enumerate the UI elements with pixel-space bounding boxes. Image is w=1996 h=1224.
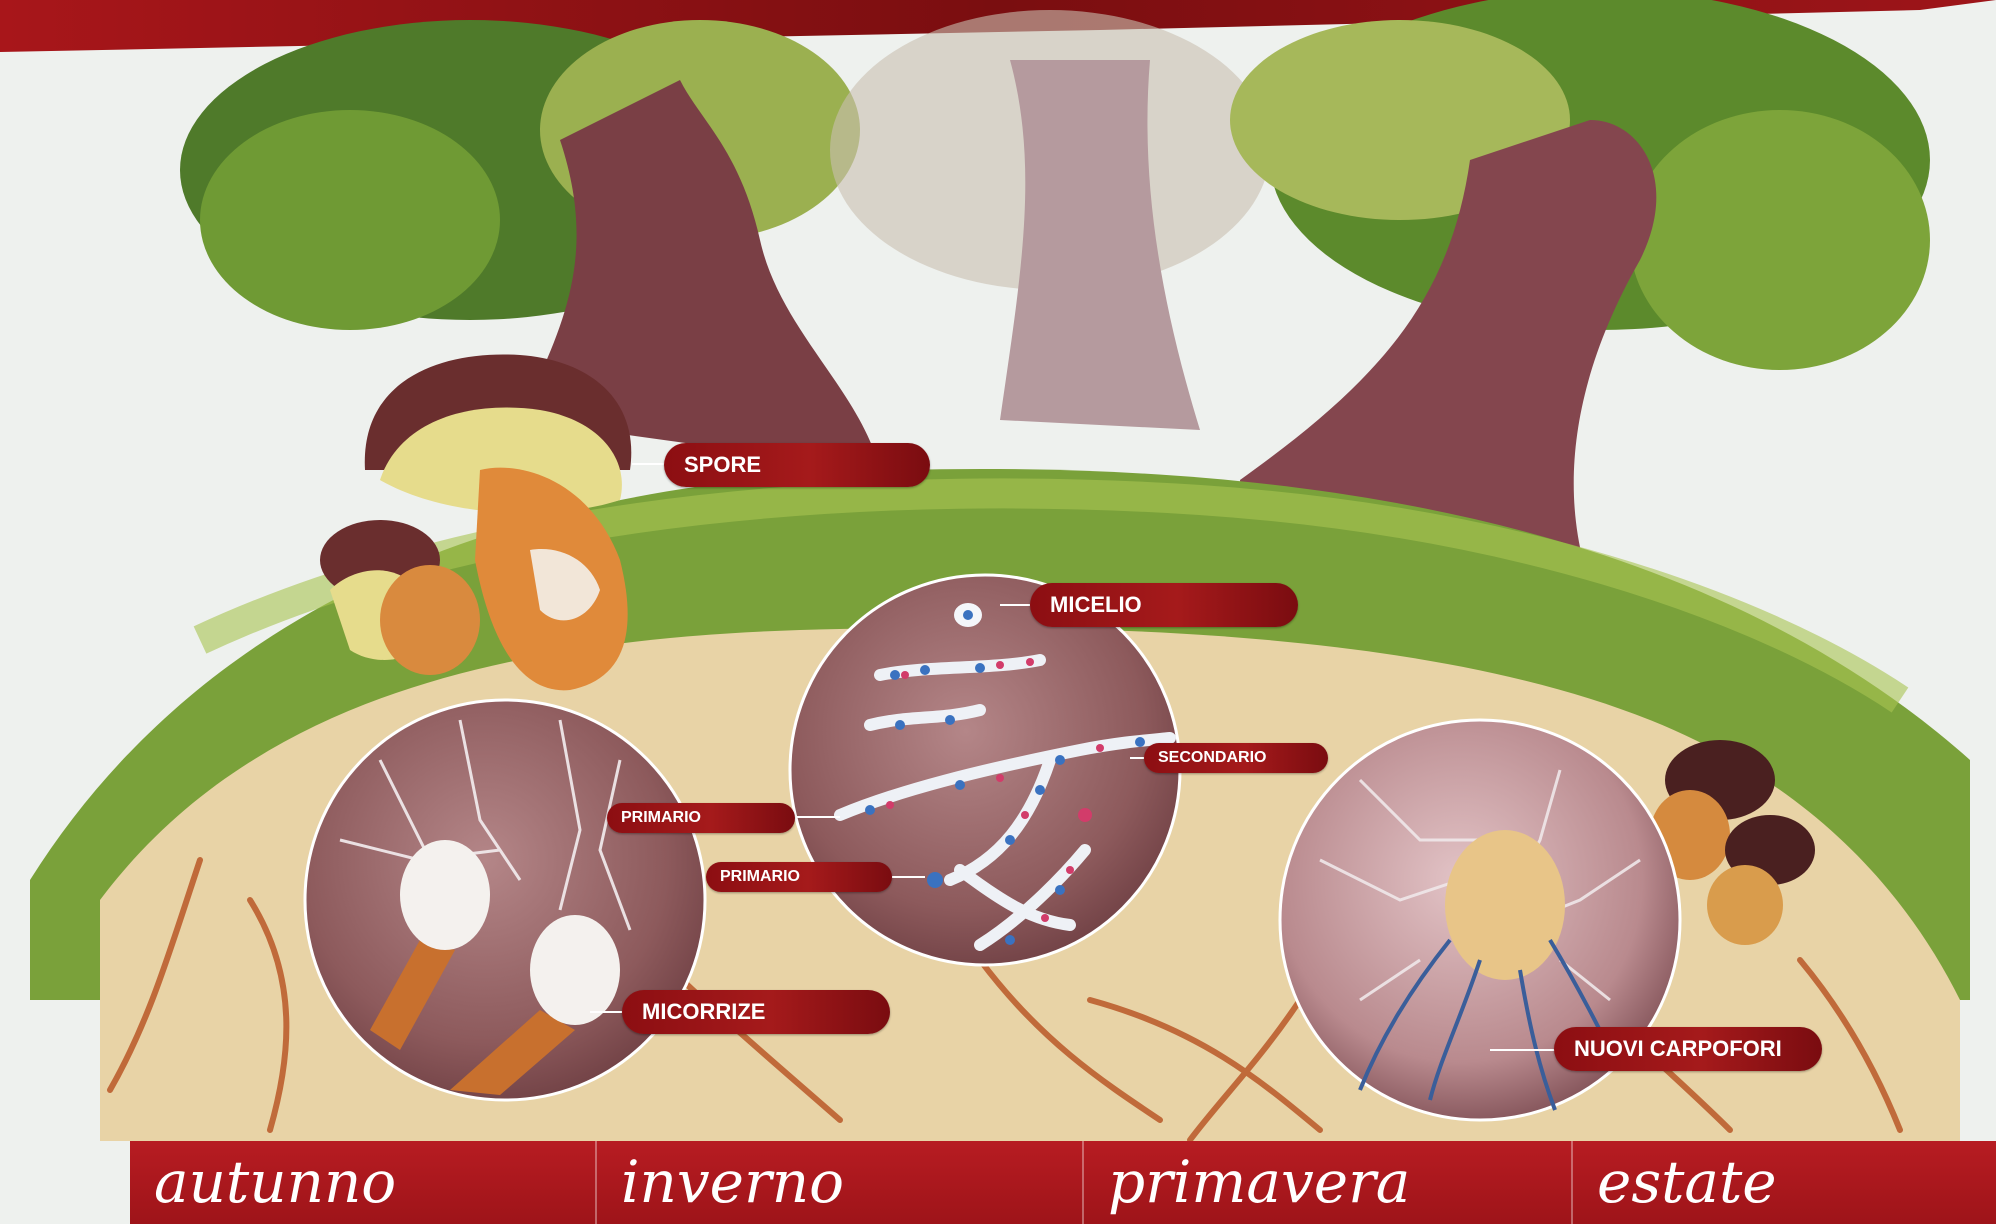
season-summer: estate [1573, 1141, 1996, 1224]
label-spore: SPORE [664, 443, 930, 487]
season-autumn: autunno [130, 1141, 597, 1224]
season-winter: inverno [597, 1141, 1084, 1224]
label-micorrize: MICORRIZE [622, 990, 890, 1034]
label-micelio: MICELIO [1030, 583, 1298, 627]
label-nuovi-carpofori: NUOVI CARPOFORI [1554, 1027, 1822, 1071]
season-spring: primavera [1084, 1141, 1573, 1224]
mycorrhizae-circle [305, 700, 705, 1100]
porcini-mushroom-left [320, 354, 631, 690]
mycelium-circle [790, 575, 1180, 965]
season-bar: autunno inverno primavera estate [130, 1141, 1996, 1224]
label-primario-top: PRIMARIO [607, 803, 795, 833]
label-primario-bottom: PRIMARIO [706, 862, 892, 892]
label-secondario: SECONDARIO [1144, 743, 1328, 773]
